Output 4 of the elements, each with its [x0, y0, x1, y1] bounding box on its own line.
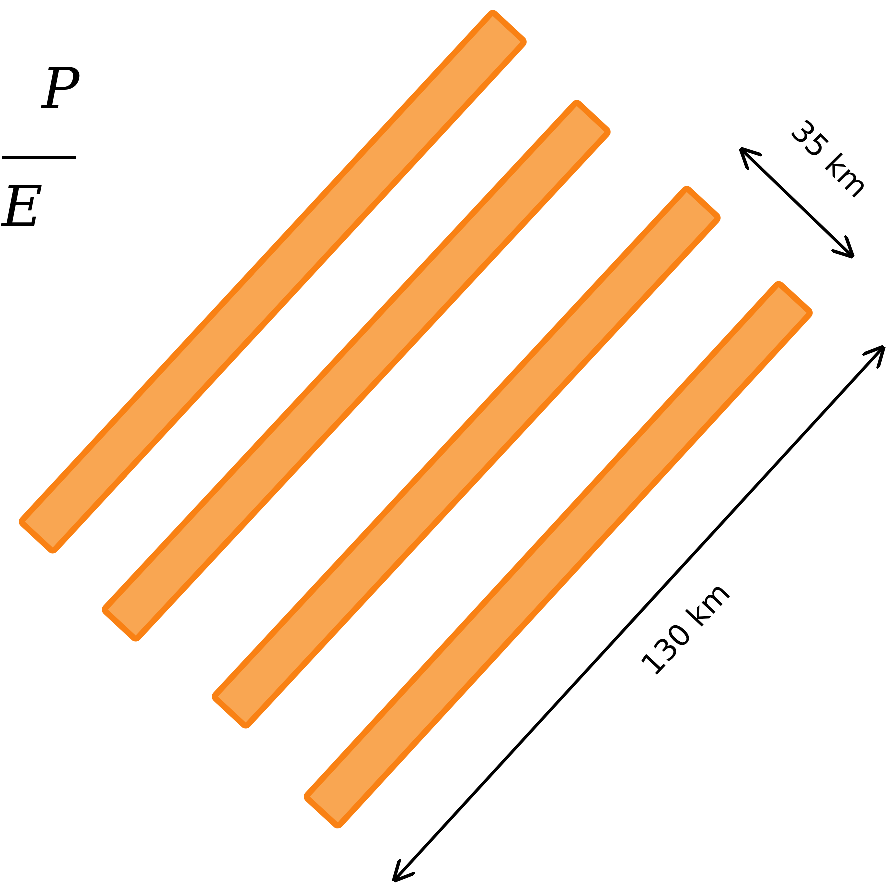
formula-symbol: P: [42, 62, 80, 118]
dimension-label: 130 km: [637, 578, 736, 682]
dimension-label: 35 km: [785, 116, 874, 204]
formula-symbol: E: [2, 180, 43, 236]
